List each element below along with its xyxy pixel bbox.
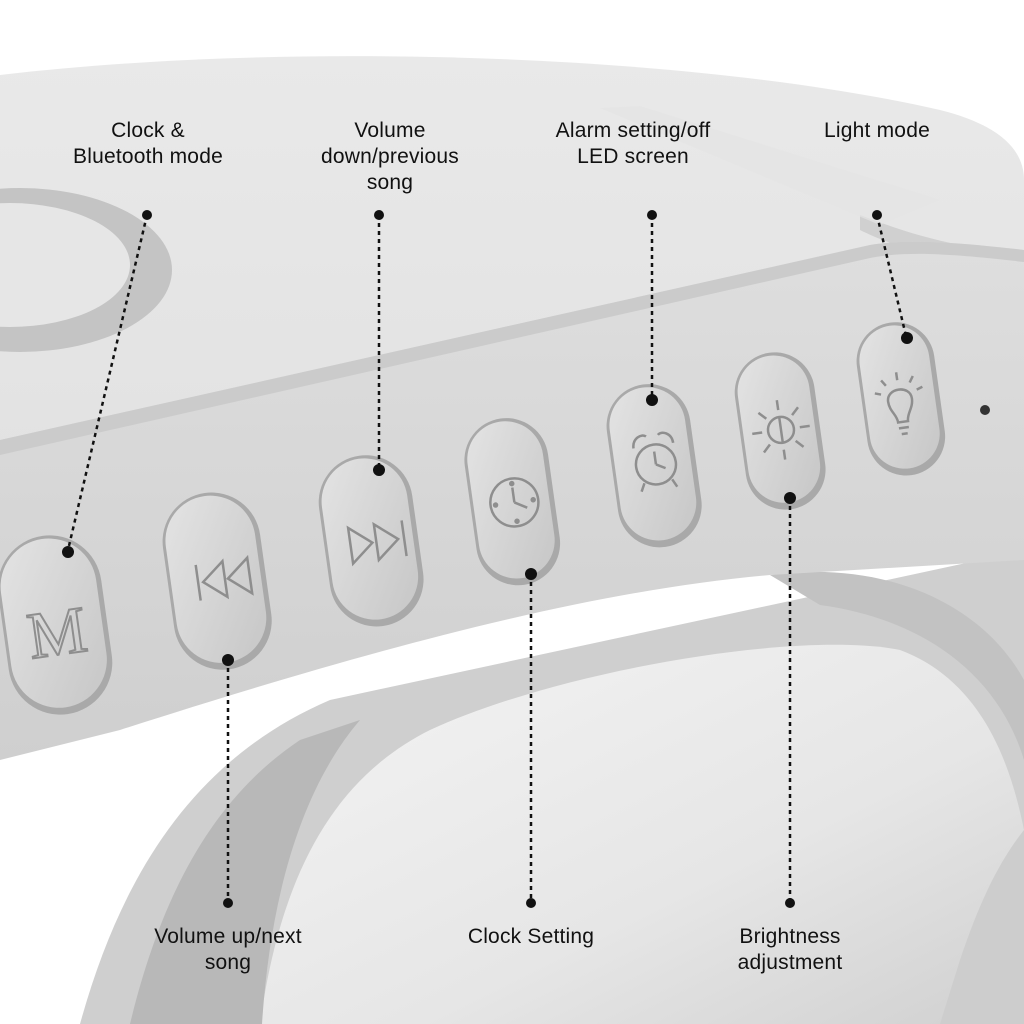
callout-brightness: Brightness adjustment <box>737 925 843 974</box>
previous-button[interactable] <box>156 486 278 676</box>
callout-volume-down: Volume down/previous song <box>320 119 459 194</box>
clock-button[interactable] <box>459 413 566 591</box>
callout-dots <box>62 210 913 908</box>
leader-clock-bluetooth <box>66 214 149 551</box>
callout-clock-bluetooth: Clock & Bluetooth mode <box>73 119 223 168</box>
callout-alarm-led: Alarm setting/off LED screen <box>555 119 711 168</box>
light-button[interactable] <box>852 317 951 480</box>
letter-m-icon: M <box>23 593 91 673</box>
callout-volume-up: Volume up/next song <box>154 925 302 974</box>
alarm-button[interactable] <box>601 379 707 553</box>
previous-icon <box>194 554 254 601</box>
light-bulb-icon <box>874 372 923 436</box>
clock-icon <box>489 477 540 528</box>
callout-clock-setting: Clock Setting <box>467 925 595 948</box>
device-base <box>80 560 1024 1024</box>
next-button[interactable] <box>313 449 430 632</box>
brightness-button[interactable] <box>730 347 831 515</box>
microphone-hole <box>980 405 990 415</box>
callout-lines <box>66 214 908 903</box>
callout-light-mode: Light mode <box>824 119 930 142</box>
charging-pad <box>0 188 172 352</box>
sun-icon <box>752 399 810 460</box>
next-icon <box>346 520 408 567</box>
alarm-clock-icon <box>632 431 679 493</box>
mode-button[interactable]: M <box>0 529 119 722</box>
